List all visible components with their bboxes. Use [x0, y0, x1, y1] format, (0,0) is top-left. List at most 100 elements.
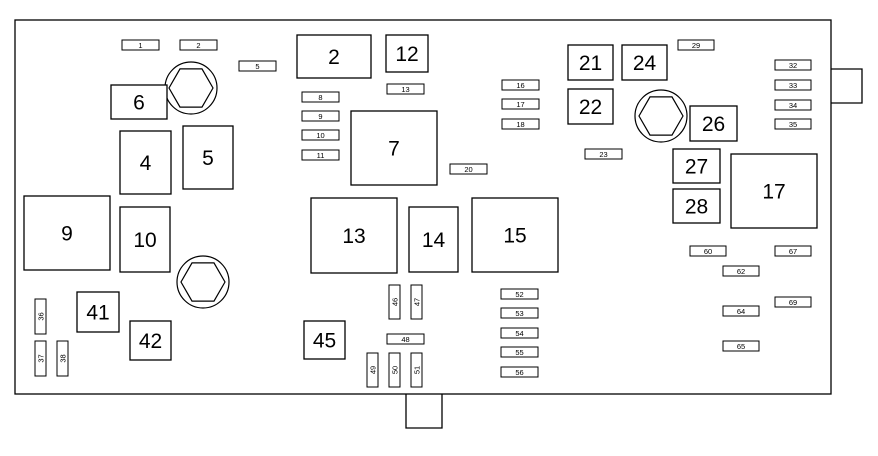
relay-box: [310, 197, 398, 274]
fuse-box: [722, 340, 760, 352]
fuse-label: 56: [515, 368, 523, 377]
fuse-label: 35: [789, 120, 797, 129]
fuse-label: 37: [37, 354, 46, 362]
bottom-connector-tab: [405, 394, 443, 429]
relay-9: 9: [23, 195, 111, 271]
fuse-13: 13: [386, 83, 425, 95]
fuse-label: 11: [317, 151, 325, 160]
relay-label: 14: [422, 229, 446, 252]
fuse-box: [301, 149, 340, 161]
fuse-box: [689, 245, 727, 257]
right-connector-tab: [831, 68, 863, 104]
relay-label: 2: [328, 46, 340, 69]
fuse-box: [388, 352, 401, 388]
fuse-33: 33: [774, 79, 812, 91]
fuse-label: 32: [789, 61, 797, 70]
fuse-label: 62: [737, 267, 745, 276]
fuse-label: 10: [316, 131, 324, 140]
fuse-11: 11: [301, 149, 340, 161]
fuse-label: 54: [515, 329, 523, 338]
fuse-29: 29: [677, 39, 715, 51]
fuse-label: 20: [464, 165, 472, 174]
relay-box: [76, 291, 120, 333]
fuse-box: [501, 118, 540, 130]
fuse-label: 8: [318, 93, 322, 102]
fuse-label: 34: [789, 101, 797, 110]
relay-box: [303, 320, 346, 360]
fuse-35: 35: [774, 118, 812, 130]
relay-21: 21: [567, 44, 614, 81]
fuse-10: 10: [301, 129, 340, 141]
relay-17: 17: [730, 153, 818, 229]
relay-14: 14: [408, 206, 459, 273]
fuse-label: 67: [789, 247, 797, 256]
fuse-label: 60: [704, 247, 712, 256]
fuse-55: 55: [500, 346, 539, 358]
fuse-label: 46: [391, 298, 400, 306]
fuse-box: [774, 79, 812, 91]
fuse-label: 23: [599, 150, 607, 159]
fuse-box: [388, 284, 401, 320]
fuse-37: 37: [34, 340, 47, 377]
relay-label: 26: [702, 113, 725, 136]
fuse-label: 29: [692, 41, 700, 50]
relay-label: 4: [140, 152, 152, 175]
fuse-65: 65: [722, 340, 760, 352]
fuse-9: 9: [301, 110, 340, 122]
fuse-32: 32: [774, 59, 812, 71]
relay-label: 7: [388, 138, 400, 161]
fuse-51: 51: [410, 352, 423, 388]
relay-label: 24: [633, 52, 657, 75]
mounting-bolt: [164, 61, 218, 115]
bolt-hex: [638, 96, 684, 136]
fuse-label: 69: [789, 298, 797, 307]
fuse-box: [722, 305, 760, 317]
relay-box: [672, 148, 721, 184]
relay-label: 13: [342, 225, 365, 248]
relay-6: 6: [110, 84, 168, 120]
relay-box: [119, 130, 172, 195]
fuse-label: 18: [516, 120, 524, 129]
fuse-34: 34: [774, 99, 812, 111]
fuse-box: [301, 91, 340, 103]
fuse-box: [774, 296, 812, 308]
relay-2: 2: [296, 34, 372, 79]
fuse-label: 65: [737, 342, 745, 351]
fuse-47: 47: [410, 284, 423, 320]
relay-box: [350, 110, 438, 186]
fuse-49: 49: [366, 352, 379, 388]
fuse-box: [500, 366, 539, 378]
fuse-box: [34, 298, 47, 335]
fuse-box: [774, 118, 812, 130]
relay-box: [129, 320, 172, 361]
relay-7: 7: [350, 110, 438, 186]
relay-label: 21: [579, 52, 602, 75]
fuse-box: [56, 340, 69, 377]
relay-15: 15: [471, 197, 559, 273]
fuse-56: 56: [500, 366, 539, 378]
fuse-box: [366, 352, 379, 388]
relay-box: [182, 125, 234, 190]
fuse-box: [722, 265, 760, 277]
fuse-box: [238, 60, 277, 72]
fuse-label: 55: [515, 348, 523, 357]
relay-13: 13: [310, 197, 398, 274]
bolt-hex: [180, 262, 226, 302]
relay-45: 45: [303, 320, 346, 360]
fuse-label: 5: [255, 62, 259, 71]
relay-41: 41: [76, 291, 120, 333]
fuse-box: [301, 110, 340, 122]
relay-box: [471, 197, 559, 273]
fuse-8: 8: [301, 91, 340, 103]
relay-label: 12: [395, 43, 418, 66]
fuse-box-outline: [14, 19, 832, 395]
fuse-53: 53: [500, 307, 539, 319]
fuse-label: 2: [196, 41, 200, 50]
fuse-label: 33: [789, 81, 797, 90]
fuse-1: 1: [121, 39, 160, 51]
fuse-38: 38: [56, 340, 69, 377]
relay-24: 24: [621, 44, 668, 81]
fuse-label: 47: [413, 298, 422, 306]
fuse-box: [410, 352, 423, 388]
fuse-2: 2: [179, 39, 218, 51]
